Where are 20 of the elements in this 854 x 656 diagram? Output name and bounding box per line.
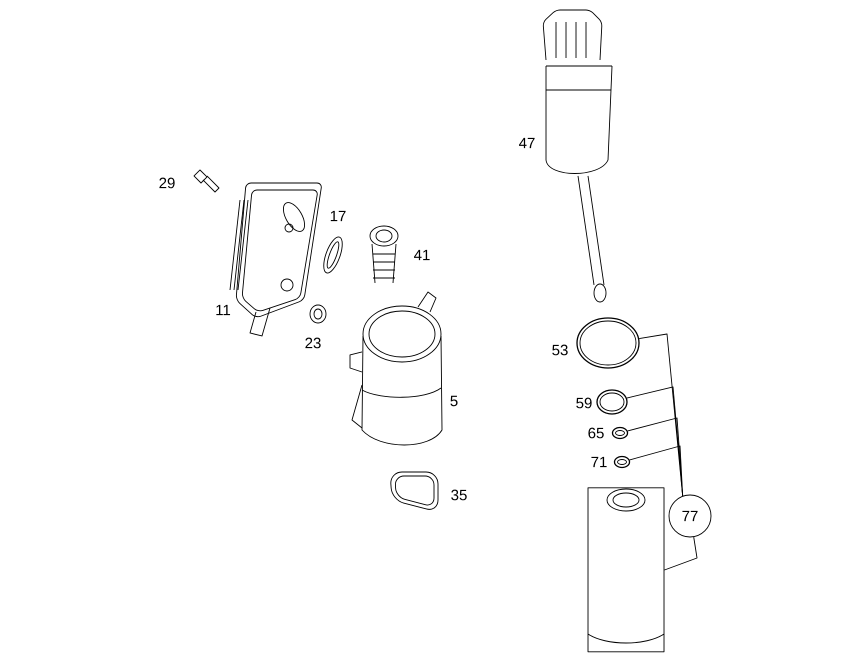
callout-number: 47 — [519, 138, 535, 148]
filter-element — [588, 487, 664, 652]
o-ring — [612, 426, 628, 440]
callout-number: 5 — [450, 396, 458, 406]
leader-line — [629, 446, 684, 496]
callout-number: 71 — [591, 456, 607, 468]
callout-number: 23 — [305, 338, 321, 348]
o-ring — [576, 317, 640, 369]
callout-number: 77 — [668, 494, 712, 538]
callout-number: 41 — [414, 250, 430, 260]
callout-number: 29 — [159, 178, 175, 188]
callout-number: 59 — [576, 398, 592, 408]
callout-number: 11 — [216, 304, 230, 316]
leader-line — [664, 536, 698, 570]
callout-number: 65 — [588, 428, 604, 438]
o-ring — [614, 456, 630, 468]
o-ring — [596, 389, 628, 415]
callout-number: 53 — [552, 344, 568, 356]
callout-number: 35 — [451, 490, 467, 500]
callout-number: 17 — [330, 210, 346, 222]
